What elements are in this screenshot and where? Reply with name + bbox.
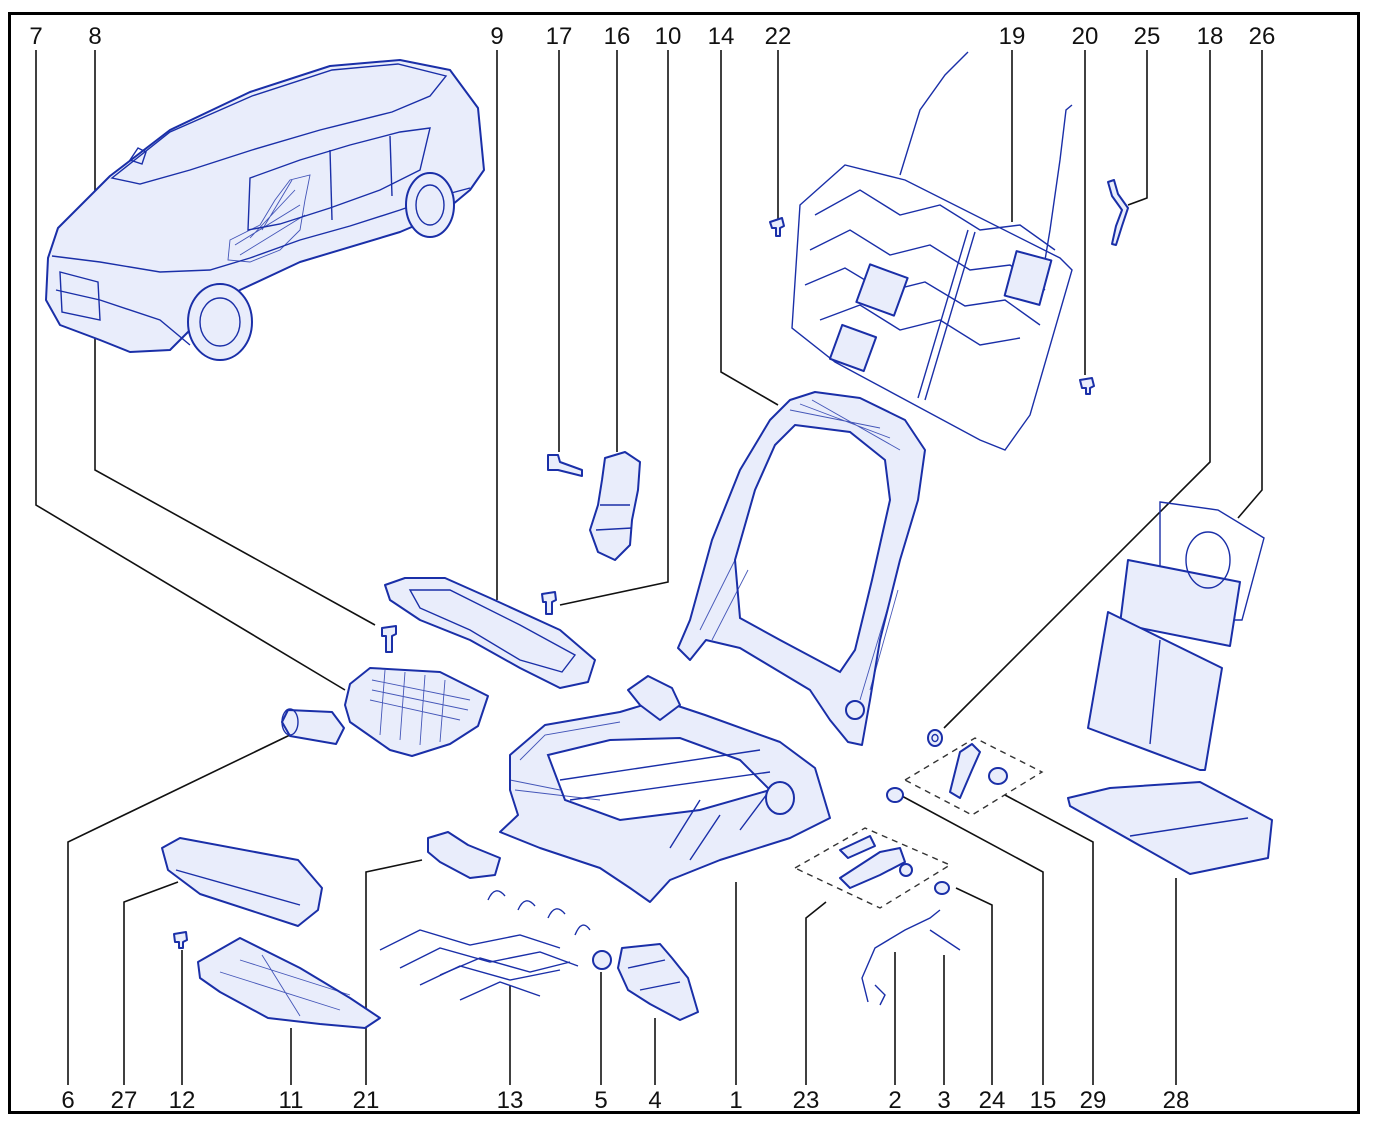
part-number-label: 19 [999, 23, 1026, 50]
part-29-handle-group [903, 737, 1044, 816]
part-number-label: 5 [594, 1087, 607, 1114]
part-12-screw [173, 931, 188, 949]
leader-lines [35, 50, 1263, 1085]
part-number-label: 11 [279, 1087, 304, 1114]
part-23-handle-group [793, 827, 952, 909]
part-number-label: 18 [1197, 23, 1224, 50]
part-4-motor [617, 943, 699, 1021]
part-28-cushion-pad [1067, 781, 1273, 875]
part-10-screw [541, 591, 557, 615]
part-number-label: 24 [979, 1087, 1006, 1114]
part-number-label: 27 [111, 1087, 138, 1114]
part-number-label: 7 [29, 23, 42, 50]
part-number-label: 16 [604, 23, 631, 50]
part-9-side-trim [384, 577, 596, 689]
part-number-label: 10 [655, 23, 682, 50]
part-number-label: 28 [1163, 1087, 1190, 1114]
part-number-label: 17 [546, 23, 573, 50]
part-number-label: 3 [937, 1087, 950, 1114]
part-19-backrest-spring-mat [791, 51, 1073, 451]
part-5-spacer [592, 950, 612, 970]
part-14-backrest-frame [677, 391, 926, 746]
part-number-label: 2 [888, 1087, 901, 1114]
part-number-label: 23 [793, 1087, 820, 1114]
part-13-springs [379, 890, 591, 1001]
part-number-label: 13 [497, 1087, 524, 1114]
part-15-nut [886, 787, 904, 803]
part-number-label: 8 [88, 23, 101, 50]
part-24-nut [934, 881, 950, 895]
part-25-rod [1107, 179, 1129, 246]
part-8-bolt [381, 625, 397, 653]
part-number-label: 14 [708, 23, 735, 50]
part-number-label: 9 [490, 23, 503, 50]
part-18-washer [927, 729, 943, 747]
part-number-label: 26 [1249, 23, 1276, 50]
part-20-screw [1079, 377, 1095, 395]
part-number-label: 12 [169, 1087, 196, 1114]
part-number-label: 21 [353, 1087, 380, 1114]
part-21-bracket [427, 831, 501, 879]
top-part-numbers: 7 8 9 17 16 10 14 22 19 20 25 18 26 [29, 23, 1275, 50]
part-number-label: 22 [765, 23, 792, 50]
part-number-label: 15 [1030, 1087, 1057, 1114]
part-11-rail-module [197, 937, 381, 1029]
part-1-seat-base-frame [499, 675, 831, 903]
part-7-lumbar-module [344, 667, 489, 757]
part-26-backrest-trim [1087, 501, 1265, 771]
part-number-label: 29 [1080, 1087, 1107, 1114]
part-3-screw [929, 929, 961, 951]
part-17-bolt [547, 454, 583, 477]
car-illustration [45, 59, 485, 361]
part-number-label: 25 [1134, 23, 1161, 50]
part-number-label: 1 [729, 1087, 742, 1114]
part-number-label: 20 [1072, 23, 1099, 50]
part-6-pump [281, 708, 345, 745]
part-22-screw [769, 217, 785, 237]
part-27-cushion [161, 837, 323, 927]
part-number-label: 4 [648, 1087, 661, 1114]
part-number-label: 6 [61, 1087, 74, 1114]
part-16-motor [589, 451, 641, 561]
part-2-cable [861, 909, 941, 1006]
